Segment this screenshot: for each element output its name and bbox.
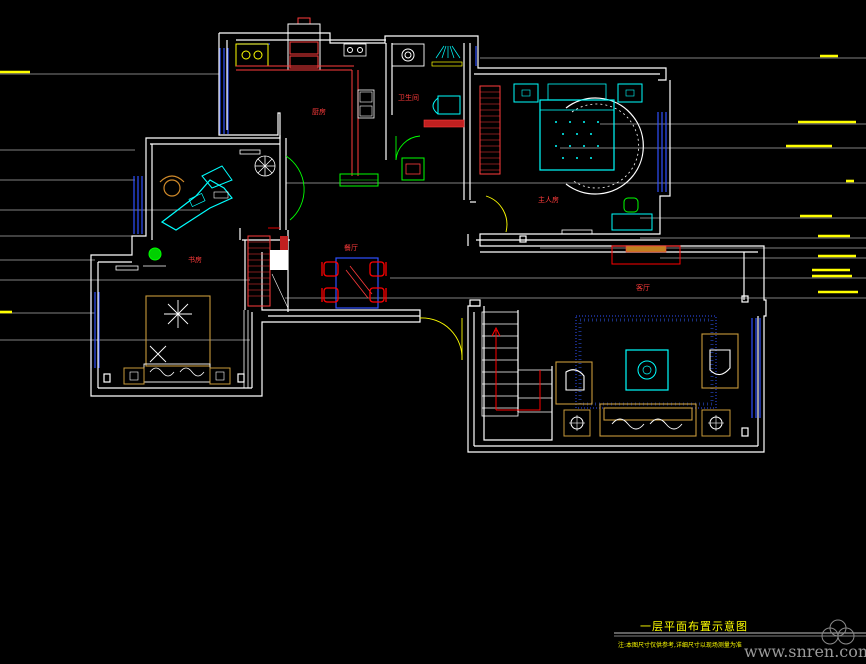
shoe-cabinet: [247, 235, 289, 309]
watermark-text: www.snren.com: [744, 642, 866, 661]
cooktop-icon: [235, 43, 269, 67]
room-label-kitchen: 厨房: [312, 107, 326, 116]
window-kitchen-west: [219, 48, 229, 134]
window-study-west: [133, 176, 143, 234]
bathroom: 卫生间: [391, 43, 465, 128]
range-hood-icon: [297, 17, 311, 25]
dining-table: [335, 257, 379, 309]
door-swing-bath: [395, 135, 421, 161]
guest-bed: [145, 295, 211, 367]
stove-icon: [343, 43, 367, 57]
sofa-main: [599, 403, 697, 437]
watermark-logo-icon: [821, 619, 855, 645]
desk: [611, 213, 653, 231]
wash-basin-icon: [391, 43, 425, 67]
door-swing-study: [285, 155, 305, 221]
door-swing-entry: [419, 317, 463, 361]
sofa-pillows: [143, 363, 211, 383]
fridge-icon: [287, 23, 321, 71]
living-room: 客厅: [555, 283, 739, 437]
sink-icon: [357, 89, 375, 119]
window-living-east: [751, 318, 761, 418]
office-chair-icon: [159, 175, 185, 197]
plant-icon: [148, 247, 162, 261]
side-table-left: [563, 409, 591, 437]
chair: [623, 197, 639, 213]
round-rug: [565, 97, 644, 195]
room-label-bathroom: 卫生间: [398, 93, 419, 102]
toilet-icon: [432, 95, 461, 115]
bed-pillow-pattern: [149, 300, 192, 363]
living-rug: [575, 315, 717, 409]
nightstand-right: [617, 83, 643, 103]
door-swing-master: [485, 195, 508, 233]
drawing-title: 一层平面布置示意图: [640, 620, 748, 633]
dining-chairs: [321, 261, 387, 303]
room-label-master: 主人房: [538, 195, 559, 204]
shower-icon: [435, 45, 461, 59]
armchair-left: [555, 361, 593, 405]
drawing-note: 注:本图尺寸仅供参考,详细尺寸以现场测量为准: [618, 642, 742, 649]
nightstand-g1: [123, 367, 145, 385]
side-table-right: [701, 409, 731, 437]
wardrobe: [479, 85, 501, 175]
nightstand-g2: [209, 367, 231, 385]
callout-lines: [0, 57, 866, 341]
callout-labels: [0, 54, 858, 314]
coffee-table: [625, 349, 669, 391]
window-top: [238, 43, 477, 66]
dining: 餐厅: [321, 243, 387, 309]
guest-bedroom: 书房: [115, 247, 249, 388]
master-bedroom: 主人房: [479, 83, 681, 265]
curved-desk: [160, 179, 233, 231]
walls: [90, 32, 767, 453]
doors: [268, 135, 508, 361]
window-master-east: [657, 112, 667, 192]
study: [159, 149, 276, 240]
staircase: [481, 311, 552, 417]
room-label-study: 书房: [188, 255, 202, 264]
kitchen: 厨房: [235, 17, 425, 187]
room-label-living: 客厅: [636, 283, 650, 292]
room-label-dining: 餐厅: [344, 243, 358, 252]
armchair-right: [701, 333, 739, 389]
fan-icon: [254, 155, 276, 177]
nightstand-left: [513, 83, 539, 103]
bed-quilt-pattern: [555, 121, 599, 159]
pillows: [547, 83, 607, 101]
